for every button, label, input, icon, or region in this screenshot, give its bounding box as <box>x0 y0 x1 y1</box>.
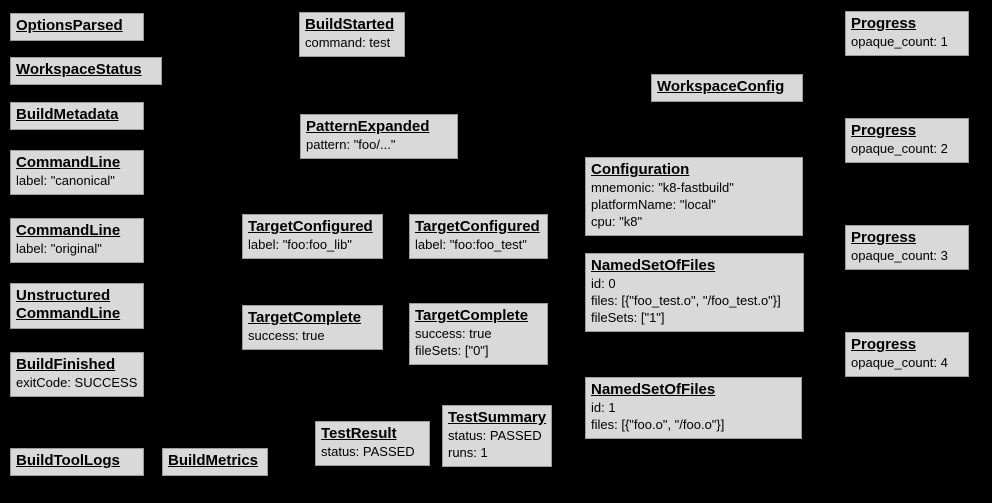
node-progress-4: Progress opaque_count: 4 <box>845 332 969 377</box>
node-title: Configuration <box>591 161 690 178</box>
node-build-tool-logs: BuildToolLogs <box>10 448 144 476</box>
node-field: exitCode: SUCCESS <box>16 375 138 390</box>
node-title-line2: CommandLine <box>16 305 121 322</box>
node-test-summary: TestSummary status: PASSED runs: 1 <box>442 405 552 467</box>
node-title: Progress <box>851 122 917 139</box>
node-target-configured-test: TargetConfigured label: "foo:foo_test" <box>409 214 548 259</box>
node-title: TargetComplete <box>248 309 362 326</box>
node-field: status: PASSED <box>321 444 415 459</box>
node-title: Progress <box>851 15 917 32</box>
node-command-line-canonical: CommandLine label: "canonical" <box>10 150 144 195</box>
node-target-complete-lib: TargetComplete success: true <box>242 305 383 350</box>
node-field: files: [{"foo_test.o", "/foo_test.o"}] <box>591 293 781 308</box>
node-title: TestResult <box>321 425 397 442</box>
node-build-metrics: BuildMetrics <box>162 448 268 476</box>
node-title: NamedSetOfFiles <box>591 381 716 398</box>
node-field: opaque_count: 4 <box>851 355 948 370</box>
node-target-configured-lib: TargetConfigured label: "foo:foo_lib" <box>242 214 383 259</box>
node-named-set-of-files-0: NamedSetOfFiles id: 0 files: [{"foo_test… <box>585 253 804 332</box>
node-title: TestSummary <box>448 409 547 426</box>
node-command-line-original: CommandLine label: "original" <box>10 218 144 263</box>
node-title: Progress <box>851 229 917 246</box>
node-field: success: true <box>248 328 325 343</box>
node-field: id: 0 <box>591 276 616 291</box>
node-field: id: 1 <box>591 400 616 415</box>
node-field: opaque_count: 3 <box>851 248 948 263</box>
node-title: TargetConfigured <box>248 218 373 235</box>
node-title: OptionsParsed <box>16 17 123 34</box>
node-named-set-of-files-1: NamedSetOfFiles id: 1 files: [{"foo.o", … <box>585 377 802 439</box>
node-field: pattern: "foo/..." <box>306 137 396 152</box>
node-title: BuildMetadata <box>16 106 119 123</box>
node-build-metadata: BuildMetadata <box>10 102 144 130</box>
node-progress-2: Progress opaque_count: 2 <box>845 118 969 163</box>
node-progress-1: Progress opaque_count: 1 <box>845 11 969 56</box>
node-title: CommandLine <box>16 154 121 171</box>
node-field: label: "canonical" <box>16 173 115 188</box>
node-field: command: test <box>305 35 391 50</box>
node-title: Unstructured <box>16 287 111 304</box>
node-workspace-config: WorkspaceConfig <box>651 74 803 102</box>
node-pattern-expanded: PatternExpanded pattern: "foo/..." <box>300 114 458 159</box>
node-workspace-status: WorkspaceStatus <box>10 57 162 85</box>
node-title: BuildFinished <box>16 356 116 373</box>
node-field: runs: 1 <box>448 445 488 460</box>
node-field: fileSets: ["1"] <box>591 310 665 325</box>
node-title: CommandLine <box>16 222 121 239</box>
node-title: BuildMetrics <box>168 452 259 469</box>
node-field: fileSets: ["0"] <box>415 343 489 358</box>
node-title: WorkspaceStatus <box>16 61 142 78</box>
node-build-finished: BuildFinished exitCode: SUCCESS <box>10 352 144 397</box>
node-title: TargetConfigured <box>415 218 540 235</box>
node-field: mnemonic: "k8-fastbuild" <box>591 180 734 195</box>
node-field: label: "foo:foo_test" <box>415 237 527 252</box>
node-field: success: true <box>415 326 492 341</box>
node-field: opaque_count: 1 <box>851 34 948 49</box>
node-test-result: TestResult status: PASSED <box>315 421 430 466</box>
node-build-started: BuildStarted command: test <box>299 12 405 57</box>
node-title: BuildToolLogs <box>16 452 120 469</box>
node-title: Progress <box>851 336 917 353</box>
node-target-complete-test: TargetComplete success: true fileSets: [… <box>409 303 548 365</box>
node-title: TargetComplete <box>415 307 529 324</box>
node-configuration: Configuration mnemonic: "k8-fastbuild" p… <box>585 157 803 236</box>
node-progress-3: Progress opaque_count: 3 <box>845 225 969 270</box>
node-field: platformName: "local" <box>591 197 716 212</box>
node-field: opaque_count: 2 <box>851 141 948 156</box>
node-field: files: [{"foo.o", "/foo.o"}] <box>591 417 725 432</box>
node-unstructured-command-line: Unstructured CommandLine <box>10 283 144 329</box>
node-field: label: "original" <box>16 241 102 256</box>
node-field: label: "foo:foo_lib" <box>248 237 352 252</box>
node-title: BuildStarted <box>305 16 395 33</box>
node-title: NamedSetOfFiles <box>591 257 716 274</box>
node-title: WorkspaceConfig <box>657 78 785 95</box>
node-field: status: PASSED <box>448 428 542 443</box>
node-field: cpu: "k8" <box>591 214 643 229</box>
node-title: PatternExpanded <box>306 118 430 135</box>
node-options-parsed: OptionsParsed <box>10 13 144 41</box>
